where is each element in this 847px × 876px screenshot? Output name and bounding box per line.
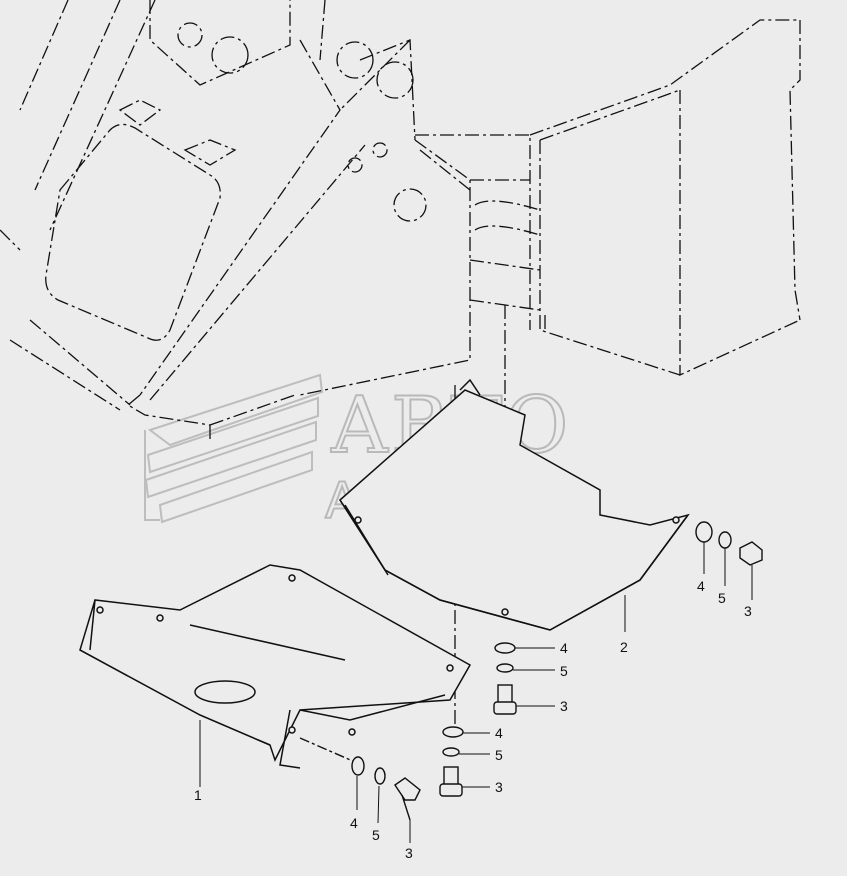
callout-3-d: 3: [744, 603, 752, 619]
hardware-set-b: [493, 642, 517, 715]
bolt-icon: [739, 541, 763, 566]
callout-5-b: 5: [560, 663, 568, 679]
bolt-icon: [497, 684, 513, 704]
washer-icon: [695, 521, 713, 543]
hardware-set-d: [695, 521, 763, 566]
hardware-set-c: [439, 726, 464, 797]
callout-3-a: 3: [405, 845, 413, 861]
callout-4-a: 4: [350, 815, 358, 831]
lock-washer-icon: [496, 663, 514, 673]
leader-lines: [199, 542, 753, 843]
callout-1: 1: [194, 787, 202, 803]
callout-labels: 1 2 3 3 3 3 4 4 4 4 5 5 5 5: [194, 578, 752, 861]
callout-4-c: 4: [495, 725, 503, 741]
washer-icon: [442, 726, 464, 738]
callout-4-d: 4: [697, 578, 705, 594]
callout-3-c: 3: [495, 779, 503, 795]
lock-washer-icon: [374, 767, 386, 785]
callout-3-b: 3: [560, 698, 568, 714]
callout-4-b: 4: [560, 640, 568, 656]
lock-washer-icon: [718, 531, 732, 549]
guard-plate-2: [339, 378, 690, 631]
bolt-icon: [443, 766, 459, 786]
lock-washer-icon: [442, 747, 460, 757]
callout-5-d: 5: [718, 590, 726, 606]
callout-5-c: 5: [495, 747, 503, 763]
callout-5-a: 5: [372, 827, 380, 843]
washer-icon: [351, 756, 365, 776]
guard-plate-1: [79, 564, 472, 769]
callout-2: 2: [620, 639, 628, 655]
washer-icon: [494, 642, 516, 654]
hardware-set-a: [299, 737, 421, 821]
watermark-logo: [144, 373, 324, 524]
